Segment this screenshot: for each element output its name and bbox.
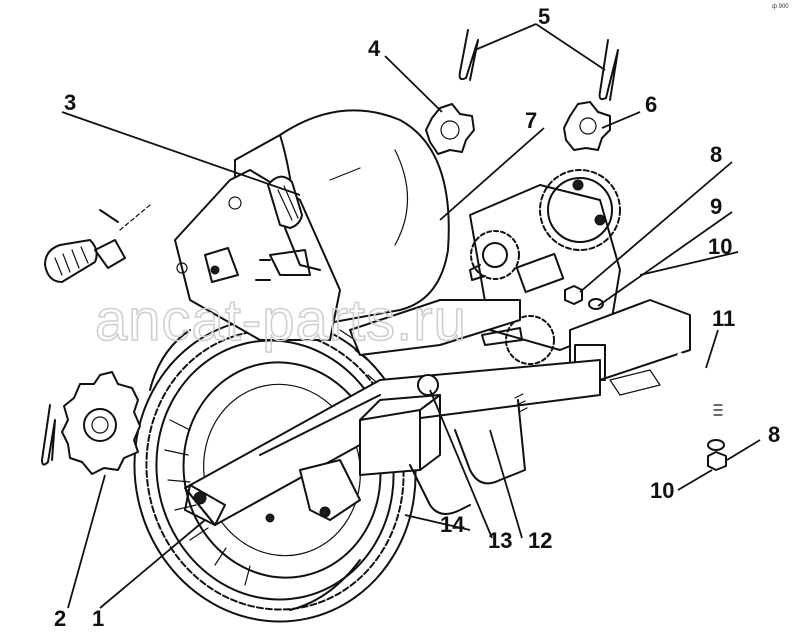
- label-7: 7: [525, 108, 537, 133]
- label-13: 13: [488, 528, 512, 553]
- washer-nut-gearbox: [564, 285, 604, 310]
- frame-beam: [184, 299, 601, 526]
- lower-bracket: [265, 459, 361, 523]
- star-knob: [425, 103, 475, 155]
- label-2: 2: [54, 606, 66, 631]
- label-10-lower: 10: [650, 478, 674, 503]
- label-8-upper: 8: [710, 142, 722, 167]
- leader-lines: [61, 23, 761, 609]
- watermark: ancat-parts.ru: [95, 288, 467, 353]
- label-6: 6: [645, 92, 657, 117]
- lever-handle: [267, 175, 321, 276]
- u-bolts: [409, 393, 528, 515]
- corner-mark: ф 900: [772, 4, 789, 10]
- label-1: 1: [92, 606, 104, 631]
- hairpin-clip-left: [41, 404, 56, 466]
- sprocket-left: [61, 371, 141, 475]
- spring-clips: [458, 29, 619, 101]
- label-5: 5: [538, 4, 550, 29]
- label-8-lower: 8: [768, 422, 780, 447]
- label-11: 11: [712, 306, 735, 331]
- star-knob-right: [563, 101, 611, 151]
- label-12: 12: [528, 528, 552, 553]
- part-labels: 1 2 3 4 5 6 7 8 9 10 11 8 10 14 13 12: [54, 4, 780, 631]
- label-9: 9: [710, 194, 722, 219]
- detached-handle: [44, 204, 151, 283]
- label-3: 3: [64, 90, 76, 115]
- label-14: 14: [440, 512, 465, 537]
- washer-nut-bottom: [707, 439, 727, 471]
- label-4: 4: [368, 36, 381, 61]
- label-10-upper: 10: [708, 234, 732, 259]
- bent-bolt: [677, 352, 723, 423]
